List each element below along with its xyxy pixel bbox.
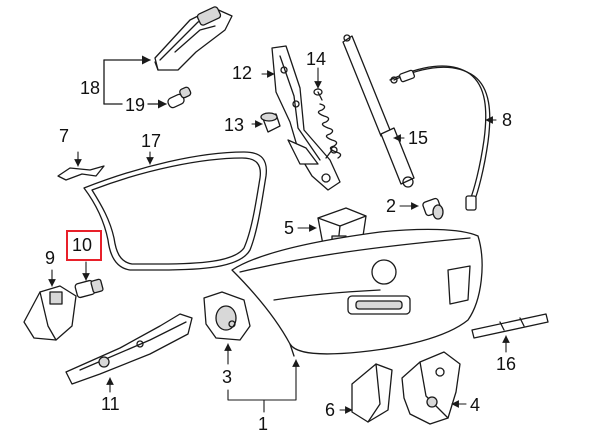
part-19-bulb <box>167 86 192 109</box>
part-9-lock-actuator <box>23 285 77 341</box>
part-2-stop <box>422 197 444 220</box>
part-17-weatherstrip <box>83 151 268 271</box>
callout-11: 11 <box>101 394 120 414</box>
part-6-actuator <box>351 363 393 423</box>
part-15-strut <box>342 34 415 188</box>
part-8-cable <box>389 65 491 211</box>
leader-lines <box>48 67 510 414</box>
highlight-box-10 <box>66 230 102 261</box>
callout-4: 4 <box>470 395 481 415</box>
part-7-emblem <box>57 165 105 181</box>
callout-8: 8 <box>502 110 513 130</box>
callout-13: 13 <box>224 115 245 135</box>
callout-15: 15 <box>408 128 429 148</box>
callout-14: 14 <box>306 49 327 69</box>
callout-2: 2 <box>386 196 397 216</box>
part-18-license-lamp <box>154 6 233 71</box>
callout-17: 17 <box>141 131 162 151</box>
callout-19: 19 <box>125 95 146 115</box>
callout-9: 9 <box>45 248 56 268</box>
part-11-handle <box>65 313 193 385</box>
callout-7: 7 <box>59 126 70 146</box>
part-16-trim <box>471 313 549 339</box>
callout-12: 12 <box>232 63 253 83</box>
part-14-spring <box>313 88 342 159</box>
callout-10: 10 <box>72 235 93 255</box>
part-1-trunk-lid <box>231 228 483 357</box>
part-12-hinge <box>271 45 341 191</box>
callout-18: 18 <box>80 78 101 98</box>
callout-5: 5 <box>284 218 295 238</box>
callout-16: 16 <box>496 354 517 374</box>
callout-1: 1 <box>258 414 269 434</box>
part-10-switch <box>74 278 104 299</box>
callout-3: 3 <box>222 367 233 387</box>
leader-18-19 <box>103 55 167 109</box>
part-4-latch-assembly <box>401 351 461 425</box>
part-3-lock-housing <box>203 291 251 341</box>
callout-6: 6 <box>325 400 336 420</box>
part-13-bumper <box>260 112 281 133</box>
